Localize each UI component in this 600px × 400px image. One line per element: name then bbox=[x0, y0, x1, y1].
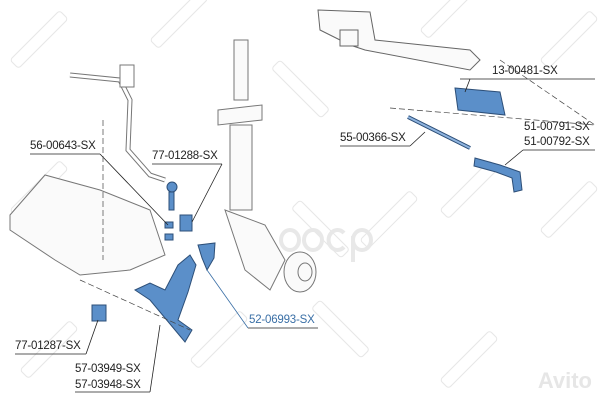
inner-tie-rod bbox=[407, 115, 471, 150]
rear-bushing bbox=[179, 214, 193, 232]
label-56-00643-sx: 56-00643-SX bbox=[30, 140, 96, 152]
leader-lines bbox=[15, 78, 595, 393]
label-13-00481-sx: 13-00481-SX bbox=[492, 65, 558, 77]
label-51-00791-sx: 51-00791-SX bbox=[524, 121, 590, 133]
label-57-03948-sx: 57-03948-SX bbox=[75, 379, 141, 391]
tie-rod-end bbox=[473, 157, 523, 193]
label-55-00366-sx: 55-00366-SX bbox=[340, 132, 406, 144]
steering-rack bbox=[317, 9, 481, 71]
strut bbox=[217, 39, 317, 293]
rack-boot bbox=[454, 87, 506, 116]
label-51-00792-sx: 51-00792-SX bbox=[524, 136, 590, 148]
avito-logo: Avito bbox=[537, 368, 592, 393]
label-57-03949-sx: 57-03949-SX bbox=[75, 363, 141, 375]
front-bushing bbox=[91, 304, 107, 322]
control-arm bbox=[133, 254, 197, 343]
label-77-01287-sx: 77-01287-SX bbox=[15, 340, 81, 352]
dash-lines bbox=[79, 59, 596, 331]
label-77-01288-sx: 77-01288-SX bbox=[152, 150, 218, 162]
ball-joint bbox=[197, 242, 216, 272]
stabilizer-bar bbox=[69, 72, 166, 183]
stabilizer-link bbox=[164, 181, 178, 241]
subframe bbox=[9, 174, 166, 276]
label-52-06993-sx: 52-06993-SX bbox=[249, 314, 315, 326]
center-watermark bbox=[279, 228, 373, 262]
stabilizer-bracket bbox=[119, 64, 135, 88]
